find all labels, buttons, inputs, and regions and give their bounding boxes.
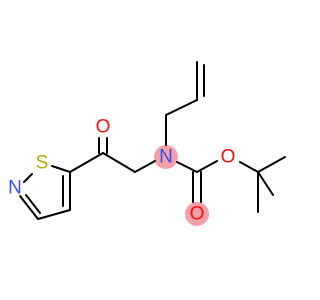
bond-s-n bbox=[23, 173, 33, 183]
bonds bbox=[19, 61, 286, 220]
bond-tbu-methyl-up bbox=[257, 156, 286, 173]
bond-c5-s bbox=[51, 165, 71, 173]
bond-n-c3-double bbox=[25, 194, 41, 214]
atom-highlights bbox=[154, 145, 209, 226]
bond-c5-ketone-c bbox=[69, 152, 104, 173]
atom-ester-oxygen: O bbox=[221, 147, 236, 168]
bond-c3-c4 bbox=[37, 209, 71, 220]
bond-ketone-c-ch2 bbox=[102, 152, 136, 173]
highlight-amine-nitrogen bbox=[154, 145, 178, 169]
bond-allyl-ch2-ch bbox=[165, 99, 198, 116]
bond-ch2-amine-n bbox=[134, 160, 156, 173]
atom-amine-nitrogen: N bbox=[159, 147, 173, 168]
bond-amine-n-carbamate-c bbox=[176, 161, 198, 173]
bond-tbu-methyl-right bbox=[257, 171, 274, 196]
atom-ketone-oxygen: O bbox=[96, 117, 111, 138]
bond-n-c3 bbox=[19, 195, 39, 220]
bond-carbamate-c-o-ester bbox=[196, 160, 218, 173]
bond-o-ester-tbu bbox=[239, 161, 259, 173]
molecule-diagram: S N O N O O bbox=[8, 61, 286, 226]
highlight-carbonyl-oxygen bbox=[185, 202, 209, 226]
atom-sulfur: S bbox=[36, 153, 49, 174]
atom-ring-nitrogen: N bbox=[8, 178, 22, 199]
atom-labels: S N O N O O bbox=[8, 117, 235, 225]
atom-carbonyl-oxygen: O bbox=[190, 204, 205, 225]
